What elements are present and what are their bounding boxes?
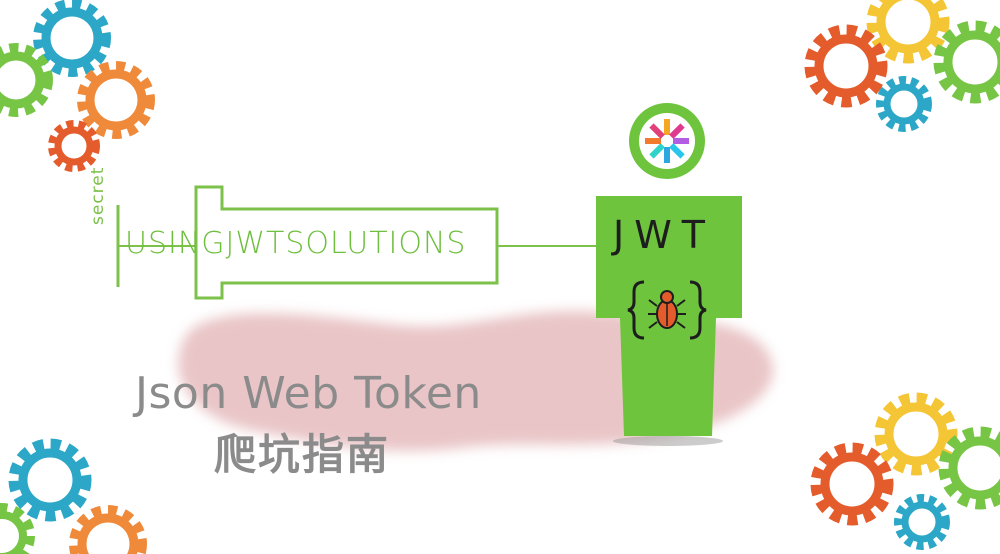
gear-icon (804, 24, 888, 108)
gear-icon (894, 494, 950, 550)
gear-icon (69, 505, 147, 554)
page-subtitle: 爬坑指南 (214, 430, 391, 479)
syringe-body-text: USINGJWTSOLUTIONS (125, 226, 467, 261)
gear-icon (933, 20, 1000, 104)
mascot-chest-text: JWT (613, 213, 715, 257)
gear-icon (874, 392, 958, 476)
gear-icon (77, 61, 155, 139)
gear-icon (810, 442, 894, 526)
bug-in-braces-icon (627, 280, 707, 340)
gear-icon (0, 43, 53, 117)
gear-icon (866, 0, 950, 64)
jwt-star-logo-icon (645, 119, 689, 163)
gear-icon (48, 120, 100, 172)
gear-icon (0, 503, 35, 554)
page-title: Json Web Token (135, 368, 482, 419)
gear-icon (876, 76, 932, 132)
gear-icon (33, 0, 111, 77)
gear-icon (938, 426, 1000, 510)
gear-icon (8, 438, 92, 522)
